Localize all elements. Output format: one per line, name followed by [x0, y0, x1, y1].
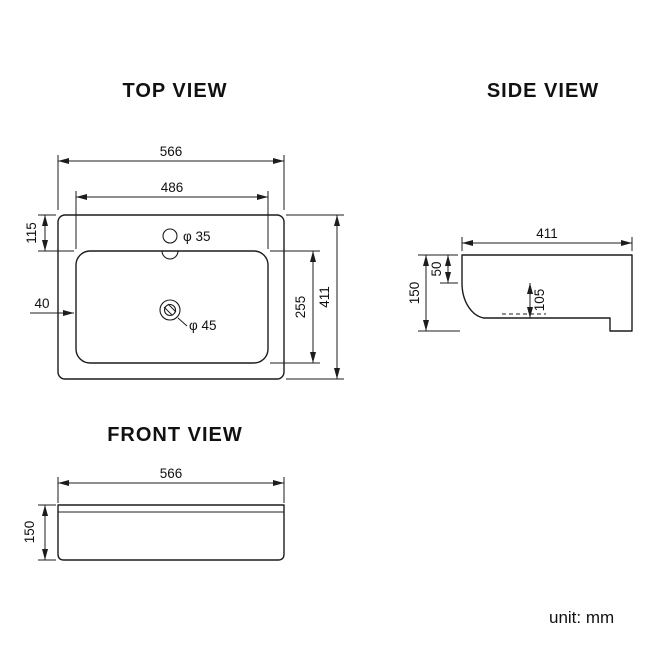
drain-hole-outer-circle [159, 299, 181, 321]
dim-side-total-height: 150 [407, 255, 460, 332]
dim-value: 50 [429, 261, 444, 276]
basin-side-profile [461, 254, 633, 332]
side-view-title: SIDE VIEW [487, 80, 599, 102]
drain-hatch-line [163, 306, 173, 316]
dim-top-rim-left: 40 [30, 296, 74, 316]
dim-value: 411 [536, 226, 558, 241]
dim-value: 40 [34, 296, 49, 311]
dim-top-outer-width: 566 [57, 144, 285, 210]
faucet-hole-circle [162, 228, 178, 244]
drain-leader-line [177, 317, 188, 327]
dim-value: 150 [407, 282, 422, 305]
dim-side-bowl-depth: 105 [527, 283, 547, 318]
dim-front-height: 150 [22, 504, 56, 561]
dim-value: 566 [160, 144, 183, 159]
basin-outer-rim [57, 214, 285, 380]
basin-inner-bowl [75, 250, 269, 364]
drain-hole-label: φ 45 [189, 318, 217, 333]
dim-value: 566 [160, 466, 183, 481]
dim-value: 486 [161, 180, 184, 195]
top-view: TOP VIEW φ 35 φ 45 566 486 [24, 80, 344, 380]
dim-top-inner-height: 255 [270, 250, 320, 364]
dim-top-outer-height: 411 [286, 214, 344, 380]
drain-hole-inner-circle [163, 303, 177, 317]
dim-top-inner-width: 486 [75, 180, 269, 249]
dim-side-depth: 411 [461, 226, 633, 251]
dim-value: 411 [317, 286, 332, 308]
dim-value: 105 [532, 289, 547, 312]
dim-front-width: 566 [57, 466, 285, 503]
basin-front-profile [57, 504, 285, 561]
dim-value: 115 [24, 222, 39, 244]
front-view-title: FRONT VIEW [107, 424, 243, 446]
dim-value: 255 [293, 296, 308, 319]
faucet-hole-label: φ 35 [183, 229, 211, 244]
front-view: FRONT VIEW 566 150 [22, 424, 285, 561]
drain-hatch-line [167, 303, 177, 313]
dim-value: 150 [22, 521, 37, 544]
dim-top-rim-offset: 115 [24, 214, 74, 252]
dim-side-rim-thickness: 50 [418, 254, 458, 284]
overflow-notch [161, 250, 179, 260]
side-view: SIDE VIEW 411 50 150 105 [407, 80, 633, 332]
unit-note: unit: mm [549, 608, 614, 627]
top-view-title: TOP VIEW [122, 80, 227, 102]
